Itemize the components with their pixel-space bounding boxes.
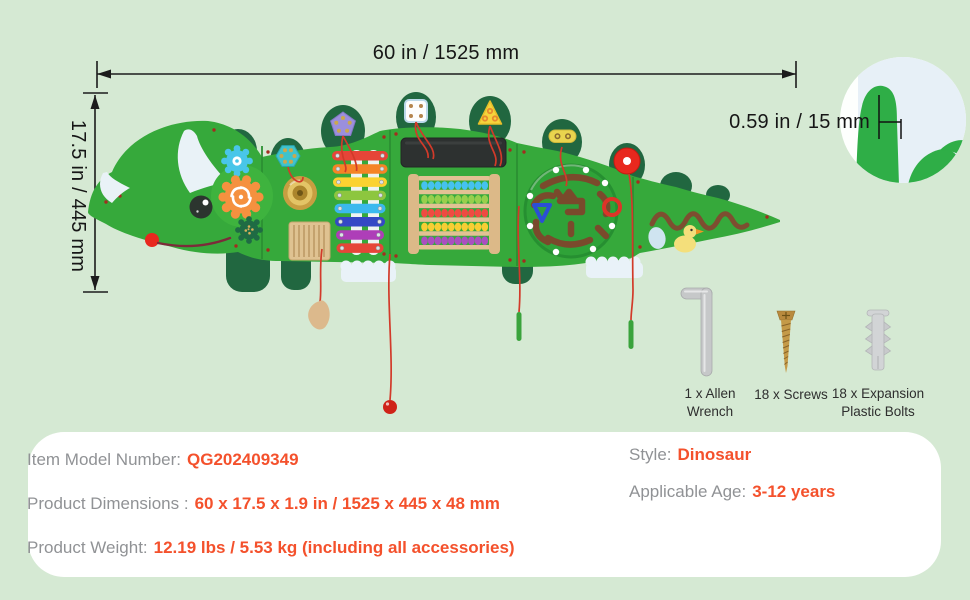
eye: [189, 195, 213, 219]
bell: [283, 176, 317, 210]
abacus-beads: [421, 181, 489, 245]
wooden-paddle-pendant: [308, 300, 330, 330]
board-edge-profile: [856, 85, 899, 183]
pill-shape: [548, 129, 577, 143]
spec-product-weight: Product Weight: 12.19 lbs / 5.53 kg (incl…: [27, 538, 515, 558]
small-horn-icon: [100, 172, 130, 203]
spec-value: QG202409349: [187, 450, 299, 469]
panel-screws: [104, 128, 769, 263]
orange-gear: [218, 175, 264, 219]
maze-triangle-slider: [532, 203, 552, 223]
dinosaur-activity-board: [88, 92, 780, 414]
duck-slider: [674, 225, 704, 253]
red-knob-disc: [613, 147, 641, 175]
smile: [156, 236, 232, 248]
dark-green-gear: [235, 216, 263, 244]
spec-label: Product Weight:: [27, 538, 148, 557]
head: [100, 129, 232, 248]
xylophone-screws: [335, 153, 385, 251]
spec-value: Dinosaur: [677, 445, 752, 464]
expansion-bolt-icon: [864, 309, 892, 371]
screws-label: 18 x Screws: [754, 387, 828, 402]
spec-product-dimensions: Product Dimensions : 60 x 17.5 x 1.9 in /…: [27, 494, 500, 514]
maze-rim-knobs: [526, 166, 616, 256]
gears: [211, 145, 273, 244]
expansion-bolts-label: 18 x Expansion Plastic Bolts: [831, 386, 925, 419]
allen-wrench-label: 1 x Allen Wrench: [684, 386, 736, 419]
spec-value: 3-12 years: [752, 482, 836, 501]
spec-label: Style:: [629, 445, 672, 464]
width-dimension-arrow: [96, 61, 797, 88]
tail-features: [648, 211, 750, 253]
spec-label: Product Dimensions :: [27, 494, 189, 513]
spec-value: 60 x 17.5 x 1.9 in / 1525 x 445 x 48 mm: [194, 494, 500, 513]
spec-card: [28, 432, 941, 577]
thickness-dimension-label: 0.59 in / 15 mm: [729, 111, 870, 133]
pentagon-shape: [330, 111, 356, 136]
hexagon-shape: [275, 145, 301, 167]
cyan-gear: [221, 145, 253, 177]
thickness-inset: [840, 57, 966, 183]
spike-shapes: [275, 99, 641, 175]
allen-wrench-icon: [680, 287, 713, 377]
width-dimension-label: 60 in / 1525 mm: [372, 42, 520, 64]
hanging-strings: [287, 121, 634, 401]
height-dimension-label: 17.5 in / 445 mm: [67, 119, 89, 273]
pendants: [308, 300, 634, 414]
maze: [523, 163, 622, 259]
spec-label: Applicable Age:: [629, 482, 747, 501]
spec-label: Item Model Number:: [27, 450, 181, 469]
dice-shape: [404, 99, 428, 123]
nose-knob: [145, 233, 159, 247]
spec-applicable-age: Applicable Age: 3-12 years: [629, 482, 835, 502]
maze-ring-slider: [602, 197, 622, 217]
green-stick-pendant: [628, 320, 634, 349]
abacus: [408, 174, 500, 254]
egg-slider: [648, 227, 666, 249]
red-ball-pendant: [383, 400, 397, 414]
spec-model-number: Item Model Number: QG202409349: [27, 450, 299, 470]
green-stick-pendant: [516, 312, 522, 341]
triangle-shape: [477, 100, 503, 125]
screw-icon: [776, 310, 796, 373]
tail-wave-groove: [649, 211, 750, 231]
spec-style: Style: Dinosaur: [629, 445, 751, 465]
wooden-slats: [288, 221, 331, 261]
spec-value: 12.19 lbs / 5.53 kg (including all acces…: [153, 538, 515, 557]
big-horn-icon: [177, 129, 228, 193]
